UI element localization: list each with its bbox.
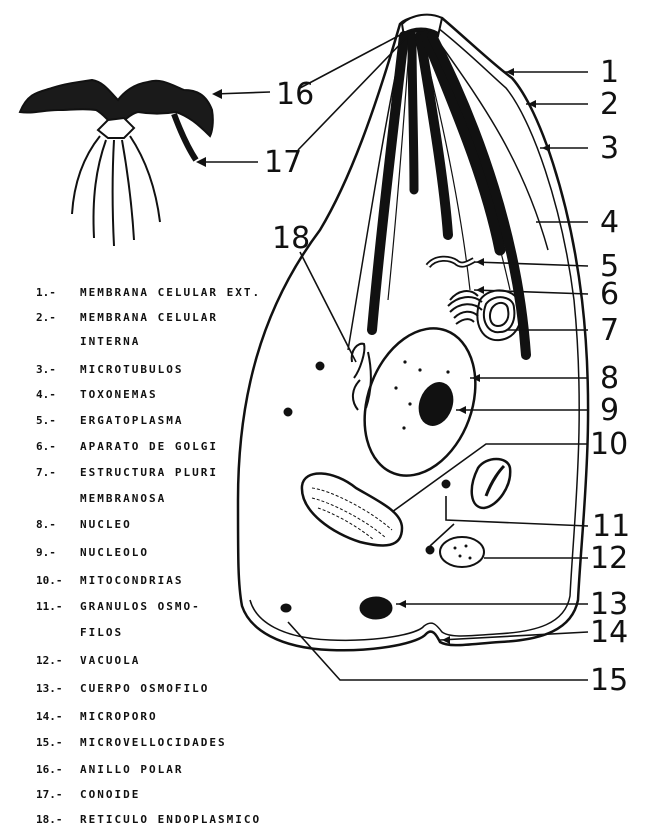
legend-num: 7.- xyxy=(36,466,74,479)
legend-num: 14.- xyxy=(36,710,74,723)
vacuole-dots xyxy=(454,545,472,560)
vacuole xyxy=(440,537,484,567)
legend-text: MEMBRANOSA xyxy=(80,492,166,505)
legend-text: FILOS xyxy=(80,626,123,639)
leader-10 xyxy=(392,444,588,512)
callout-9: 9 xyxy=(600,393,619,428)
legend-text: MEMBRANA CELULAR xyxy=(80,311,218,324)
legend-num: 1.- xyxy=(36,286,74,299)
callout-6: 6 xyxy=(600,277,619,312)
legend-text: CUERPO OSMOFILO xyxy=(80,682,209,695)
endoplasmic-reticulum xyxy=(352,344,371,410)
legend-num: 12.- xyxy=(36,654,74,667)
mitochondrion-small xyxy=(472,459,510,508)
callout-11: 11 xyxy=(592,509,630,544)
osmophilic-granule-3 xyxy=(442,480,450,488)
legend-text: NUCLEO xyxy=(80,518,132,531)
legend-text: ESTRUCTURA PLURI xyxy=(80,466,218,479)
legend-text: MEMBRANA CELULAR EXT. xyxy=(80,286,261,299)
legend-num: 11.- xyxy=(36,600,74,613)
osmophilic-granule-1 xyxy=(316,362,324,370)
mitochondrion-large xyxy=(302,473,402,545)
callout-1: 1 xyxy=(600,55,619,90)
multimembrane-structure xyxy=(477,290,521,340)
legend-text: MICROTUBULOS xyxy=(80,363,183,376)
legend-text: MICROPORO xyxy=(80,710,158,723)
toxonema-2 xyxy=(412,36,414,190)
leader-5 xyxy=(474,262,588,266)
legend-text: TOXONEMAS xyxy=(80,388,158,401)
legend-num: 2.- xyxy=(36,311,74,324)
legend-num: 15.- xyxy=(36,736,74,749)
legend-text: APARATO DE GOLGI xyxy=(80,440,218,453)
callout-14: 14 xyxy=(590,615,628,650)
conoid-shape xyxy=(98,118,134,138)
callout-17: 17 xyxy=(264,145,302,180)
inset-filament-1 xyxy=(72,136,100,214)
legend-text: MITOCONDRIAS xyxy=(80,574,183,587)
legend-text: MICROVELLOCIDADES xyxy=(80,736,227,749)
legend-text: NUCLEOLO xyxy=(80,546,149,559)
callout-2: 2 xyxy=(600,87,619,122)
callout-16: 16 xyxy=(276,77,314,112)
inset-filament-5 xyxy=(130,136,160,222)
osmophilic-body xyxy=(360,597,392,619)
legend-text: VACUOLA xyxy=(80,654,140,667)
apical-complex-inset xyxy=(20,80,213,246)
legend-text: ERGATOPLASMA xyxy=(80,414,183,427)
legend-text: ANILLO POLAR xyxy=(80,763,183,776)
legend-num: 10.- xyxy=(36,574,74,587)
callout-18: 18 xyxy=(272,221,310,256)
legend-num: 9.- xyxy=(36,546,74,559)
microvilli xyxy=(281,604,291,612)
nucleolus xyxy=(413,378,458,430)
callout-3: 3 xyxy=(600,131,619,166)
callout-10: 10 xyxy=(590,427,628,462)
legend-num: 18.- xyxy=(36,813,74,826)
callout-12: 12 xyxy=(590,541,628,576)
callout-4: 4 xyxy=(600,205,619,240)
legend-num: 16.- xyxy=(36,763,74,776)
legend-num: 17.- xyxy=(36,788,74,801)
callout-8: 8 xyxy=(600,361,619,396)
osmophilic-granule-4 xyxy=(426,546,434,554)
legend-text: CONOIDE xyxy=(80,788,140,801)
legend-num: 13.- xyxy=(36,682,74,695)
osmophilic-granule-2 xyxy=(284,408,292,416)
leader-18 xyxy=(300,252,356,362)
callout-15: 15 xyxy=(590,663,628,698)
inset-filament-3 xyxy=(113,140,115,246)
legend-num: 5.- xyxy=(36,414,74,427)
legend-num: 8.- xyxy=(36,518,74,531)
legend-text: INTERNA xyxy=(80,335,140,348)
legend-num: 3.- xyxy=(36,363,74,376)
inset-filament-2 xyxy=(94,140,107,238)
inset-filament-4 xyxy=(122,140,134,240)
legend-num: 6.- xyxy=(36,440,74,453)
callout-7: 7 xyxy=(600,313,619,348)
legend-text: GRANULOS OSMO- xyxy=(80,600,201,613)
legend-num: 4.- xyxy=(36,388,74,401)
legend-text: RETICULO ENDOPLASMICO xyxy=(80,813,261,826)
